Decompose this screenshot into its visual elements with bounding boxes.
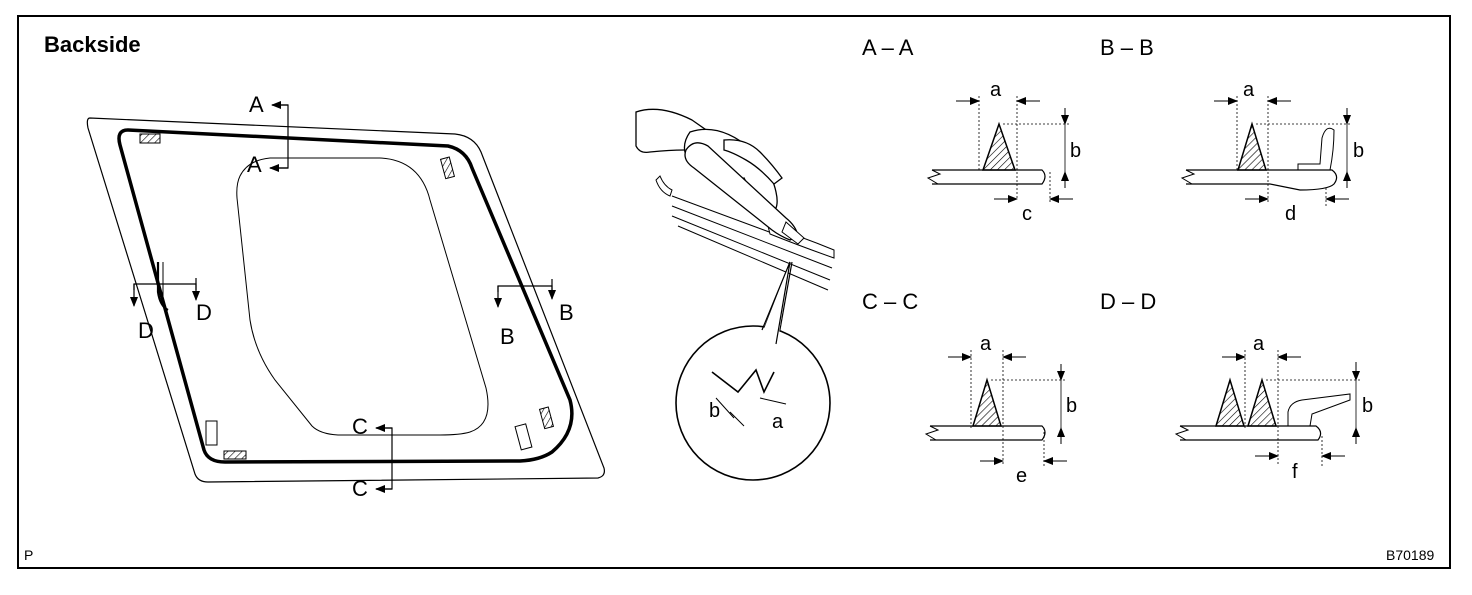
dim-a-label: a bbox=[1243, 79, 1255, 101]
dim-a-label: a bbox=[980, 333, 992, 355]
dim-e-label: e bbox=[1016, 465, 1027, 487]
dim-d-label: d bbox=[1285, 203, 1296, 225]
glass-panel bbox=[86, 117, 605, 483]
glass-break bbox=[926, 169, 942, 185]
glass-section bbox=[1186, 169, 1338, 191]
bead-detail bbox=[675, 261, 831, 481]
spacer-block bbox=[139, 133, 161, 144]
dim-a-label: a bbox=[1253, 333, 1265, 355]
cut-label-d-left: D bbox=[138, 318, 154, 343]
bead-triangle-outer bbox=[1214, 377, 1246, 427]
bead-dim-b-label: b bbox=[709, 400, 720, 422]
glass-section bbox=[932, 169, 1046, 185]
glass-edge-lines bbox=[671, 195, 835, 291]
bead-profile bbox=[711, 368, 775, 395]
stopper bbox=[205, 420, 218, 446]
bead-triangle bbox=[981, 121, 1017, 171]
cut-label-a-bottom: A bbox=[247, 152, 262, 177]
glass-section bbox=[1180, 425, 1322, 441]
cut-label-a-top: A bbox=[249, 92, 264, 117]
dim-a-label: a bbox=[990, 79, 1002, 101]
thumb bbox=[723, 139, 783, 185]
bead-dim-a bbox=[759, 397, 787, 405]
glass-break bbox=[1180, 169, 1196, 185]
cut-label-b-right: B bbox=[559, 300, 574, 325]
cuff bbox=[655, 175, 673, 197]
glass-break bbox=[924, 425, 940, 441]
molding-profile bbox=[1297, 127, 1335, 171]
dim-f-label: f bbox=[1292, 461, 1298, 483]
dim-b-label: b bbox=[1362, 395, 1373, 417]
section-a-title: A – A bbox=[862, 35, 914, 60]
dim-c-label: c bbox=[1022, 203, 1032, 225]
zoom-leader-edge bbox=[761, 261, 791, 345]
section-c-title: C – C bbox=[862, 289, 918, 314]
applicator-illustration bbox=[635, 108, 835, 291]
dim-b-label: b bbox=[1066, 395, 1077, 417]
figure-code: B70189 bbox=[1386, 547, 1434, 563]
section-c: C – C a b e bbox=[862, 289, 1077, 487]
figure-frame bbox=[17, 15, 1451, 569]
bead-triangle bbox=[971, 377, 1003, 427]
glass-outline bbox=[86, 117, 605, 483]
spacer-block bbox=[223, 450, 247, 460]
cut-labels: A A B B C C D D bbox=[138, 92, 574, 501]
molding-slot bbox=[156, 262, 169, 311]
figure-title: Backside bbox=[44, 32, 141, 57]
zoom-leader-cover bbox=[762, 262, 790, 352]
cut-line-d bbox=[133, 283, 197, 290]
section-b: B – B a b d bbox=[1100, 35, 1364, 225]
corner-mark: P bbox=[24, 547, 33, 563]
bead-triangle bbox=[1236, 121, 1268, 171]
zoom-circle bbox=[675, 325, 831, 481]
cut-label-c-bottom: C bbox=[352, 476, 368, 501]
bead-dim-b bbox=[715, 397, 735, 419]
cut-label-b-left: B bbox=[500, 324, 515, 349]
nozzle-tip bbox=[781, 221, 805, 245]
spacer-block bbox=[538, 406, 555, 430]
section-d-title: D – D bbox=[1100, 289, 1156, 314]
inner-window-outline bbox=[236, 157, 489, 436]
bead-triangle bbox=[1246, 377, 1278, 427]
section-a: A – A a b c bbox=[862, 35, 1081, 225]
bead-dim-ext bbox=[729, 411, 745, 427]
molding-profile bbox=[1287, 393, 1351, 427]
spacer-blocks bbox=[139, 133, 555, 460]
spacer-block bbox=[439, 156, 456, 180]
dim-b-label: b bbox=[1070, 140, 1081, 162]
bead-dim-a-label: a bbox=[772, 411, 784, 433]
section-d: D – D a b f bbox=[1100, 289, 1373, 483]
cut-label-c-top: C bbox=[352, 414, 368, 439]
glass-section bbox=[930, 425, 1046, 441]
glass-break bbox=[1174, 425, 1190, 441]
stopper bbox=[514, 423, 533, 451]
adhesive-bead bbox=[117, 128, 574, 464]
dim-b-label: b bbox=[1353, 140, 1364, 162]
cut-label-d-right: D bbox=[196, 300, 212, 325]
cut-lines bbox=[130, 101, 556, 493]
section-b-title: B – B bbox=[1100, 35, 1154, 60]
